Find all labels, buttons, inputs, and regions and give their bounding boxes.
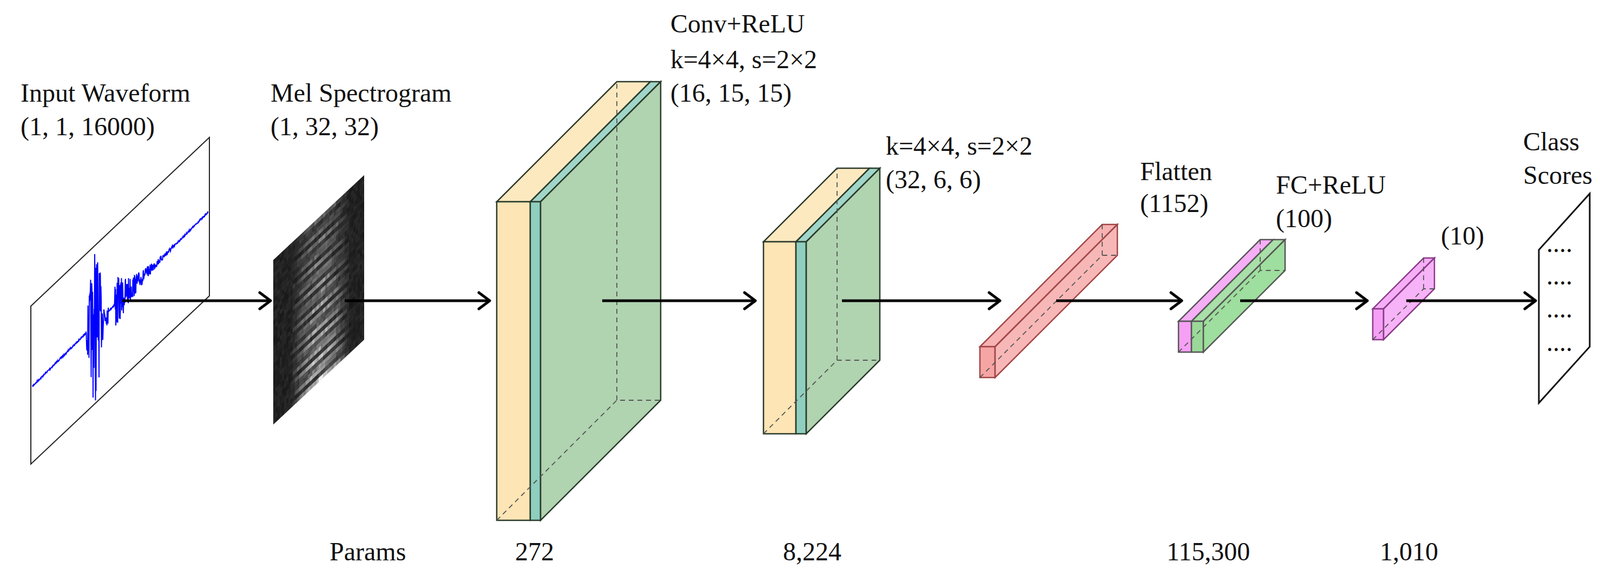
layer-node: Mel Spectrogram(1, 32, 32)	[273, 175, 365, 424]
arrow-head	[989, 292, 1000, 309]
layer-label: k=4×4, s=2×2	[670, 42, 818, 77]
layer-label: Mel Spectrogram	[270, 76, 452, 110]
arrow-shaft	[602, 299, 754, 303]
layer-label: (1, 1, 16000)	[20, 109, 155, 144]
arrow-shaft	[1240, 299, 1366, 303]
layer-label: (10)	[1440, 219, 1485, 253]
flow-arrow	[122, 292, 271, 309]
layer-label: Class Scores	[1523, 124, 1597, 193]
arrow-head	[478, 292, 490, 309]
layer-label: (100)	[1275, 201, 1333, 236]
layer-label: (1152)	[1140, 186, 1209, 221]
layer-label: (32, 6, 6)	[885, 162, 981, 197]
layer-node: k=4×4, s=2×2(32, 6, 6)	[763, 168, 880, 434]
score-dots: ....	[1546, 295, 1573, 322]
layer-label: Conv+ReLU	[670, 7, 805, 41]
flow-arrow	[1406, 292, 1536, 309]
arrow-shaft	[344, 299, 489, 303]
layer-label: (16, 15, 15)	[670, 76, 792, 110]
layer-node: (10)	[1372, 258, 1435, 340]
layer-label: FC+ReLU	[1275, 168, 1386, 202]
layer-label: Input Waveform	[20, 76, 191, 110]
layer-node: Flatten(1152)	[979, 224, 1118, 378]
arrow-shaft	[841, 299, 999, 303]
arrow-head	[744, 292, 756, 309]
param-count: 8,224	[782, 538, 842, 566]
arrow-head	[259, 292, 271, 309]
fc-bar	[1178, 239, 1286, 353]
arrow-head	[1356, 292, 1368, 309]
layer-label: (1, 32, 32)	[270, 109, 379, 144]
score-dots: ....	[1546, 230, 1573, 257]
layer-node: Input Waveform(1, 1, 16000)	[30, 137, 210, 465]
flow-arrow	[344, 292, 490, 309]
scores-panel	[1538, 193, 1590, 404]
layer-node: Conv+ReLUk=4×4, s=2×2(16, 15, 15)	[496, 81, 661, 521]
arrow-shaft	[1406, 299, 1534, 303]
arrow-shaft	[122, 299, 269, 303]
param-count: 115,300	[1166, 538, 1250, 566]
arrow-head	[1170, 292, 1182, 309]
flow-arrow	[1240, 292, 1368, 309]
param-count: 1,010	[1379, 538, 1439, 566]
score-dots: ....	[1546, 329, 1573, 356]
param-count: 272	[515, 538, 555, 566]
layer-node: Class Scores................	[1538, 193, 1590, 404]
layer-node: FC+ReLU(100)	[1178, 239, 1286, 353]
score-dots: ....	[1546, 262, 1573, 289]
output-bar	[1372, 258, 1435, 340]
layer-label: k=4×4, s=2×2	[885, 129, 1033, 163]
flow-arrow	[1056, 292, 1182, 309]
layer-label: Flatten	[1140, 154, 1213, 189]
flow-arrow	[841, 292, 1000, 309]
arrow-head	[1524, 292, 1536, 309]
arrow-shaft	[1056, 299, 1181, 303]
flow-arrow	[602, 292, 756, 309]
waveform-trace	[32, 212, 209, 401]
row-title: Params	[329, 538, 406, 566]
